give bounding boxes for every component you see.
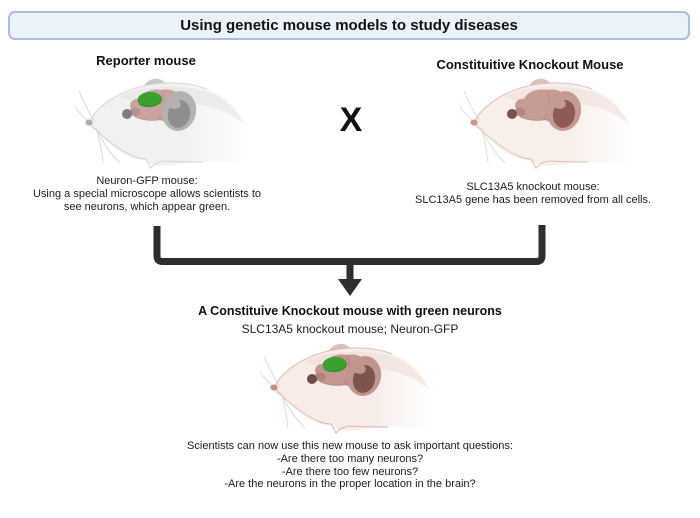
caption-line: SLC13A5 gene has been removed from all c… xyxy=(414,194,652,206)
caption-line: SLC13A5 knockout mouse: xyxy=(466,181,600,193)
result-mouse-subheading: SLC13A5 knockout mouse; Neuron-GFP xyxy=(241,322,459,336)
caption-line: Scientists can now use this new mouse to… xyxy=(187,440,513,452)
result-mouse-heading: A Constituive Knockout mouse with green … xyxy=(198,304,502,318)
reporter-mouse-illustration xyxy=(75,75,255,175)
breeding-bracket-arrow xyxy=(153,225,546,296)
caption-line: see neurons, which appear green. xyxy=(63,201,231,213)
knockout-mouse-caption: SLC13A5 knockout mouse: SLC13A5 gene has… xyxy=(403,181,663,207)
caption-line: -Are the neurons in the proper location … xyxy=(224,478,476,491)
caption-line: Using a special microscope allows scient… xyxy=(32,188,262,200)
title-box: Using genetic mouse models to study dise… xyxy=(8,11,690,40)
bracket-path xyxy=(153,225,546,265)
knockout-mouse-heading: Constituitive Knockout Mouse xyxy=(436,57,624,72)
reporter-mouse-caption: Neuron-GFP mouse: Using a special micros… xyxy=(17,175,277,214)
breeding-cross-symbol: X xyxy=(339,101,363,139)
result-mouse-illustration xyxy=(260,340,440,440)
caption-line: -Are there too many neurons? xyxy=(276,452,424,465)
caption-line: Neuron-GFP mouse: xyxy=(96,175,198,187)
caption-line: -Are there too few neurons? xyxy=(281,465,419,478)
reporter-mouse-heading: Reporter mouse xyxy=(96,53,196,68)
arrow-head-icon xyxy=(338,279,362,296)
diagram-title: Using genetic mouse models to study dise… xyxy=(180,17,518,34)
result-questions-caption: Scientists can now use this new mouse to… xyxy=(100,440,600,491)
knockout-mouse-illustration xyxy=(460,75,640,175)
